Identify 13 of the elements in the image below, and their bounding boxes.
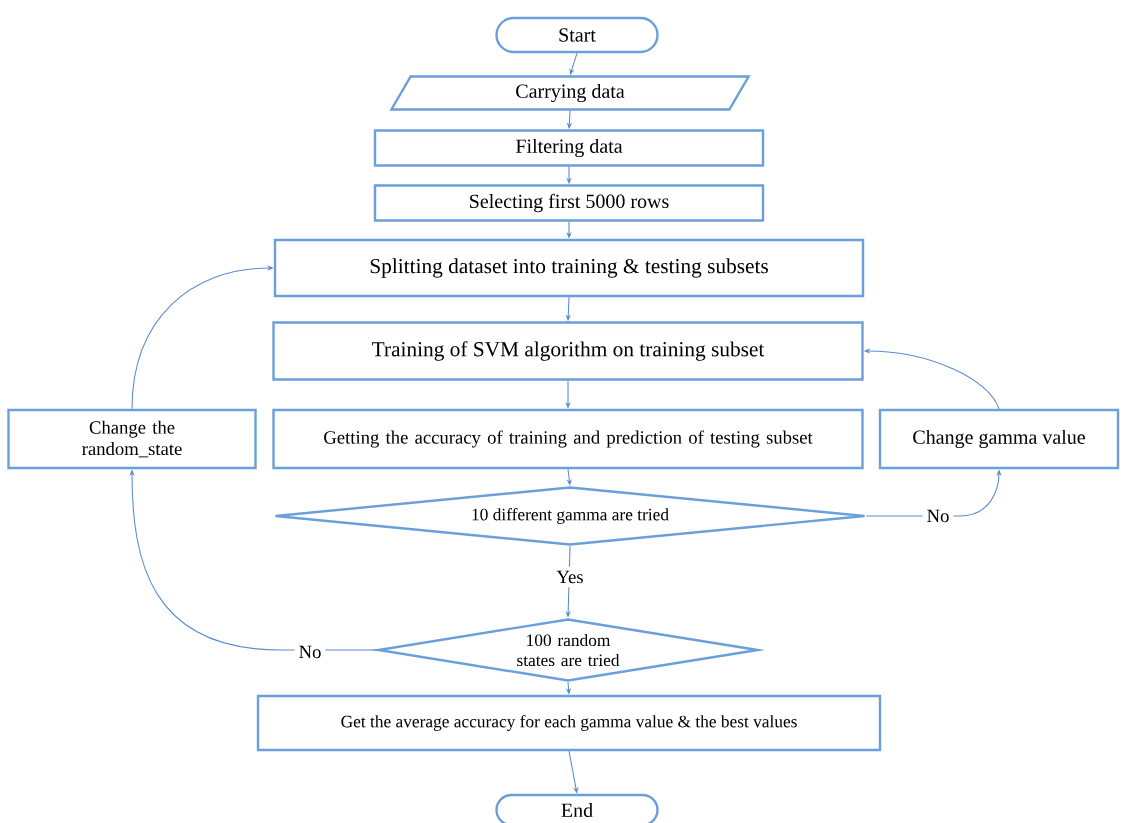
terminator-pill: End — [495, 793, 659, 823]
edge-label: No — [922, 505, 954, 527]
edge-label: No — [294, 641, 326, 663]
edge-label: Yes — [552, 566, 588, 588]
process-box: Getting the accuracy of training and prediction of testing subset — [272, 408, 864, 470]
process-box: Filtering data — [373, 129, 765, 167]
process-box: Change gamma value — [878, 408, 1120, 470]
process-box: Selecting first 5000 rows — [373, 184, 765, 222]
process-box: Splitting dataset into training & testing subsets — [273, 238, 865, 298]
process-box: Get the average accuracy for each gamma value & the best values — [256, 694, 882, 752]
process-box: Change the random_state — [7, 408, 257, 470]
terminator-pill: Start — [495, 16, 659, 54]
process-box: Training of SVM algorithm on training subset — [272, 321, 864, 381]
